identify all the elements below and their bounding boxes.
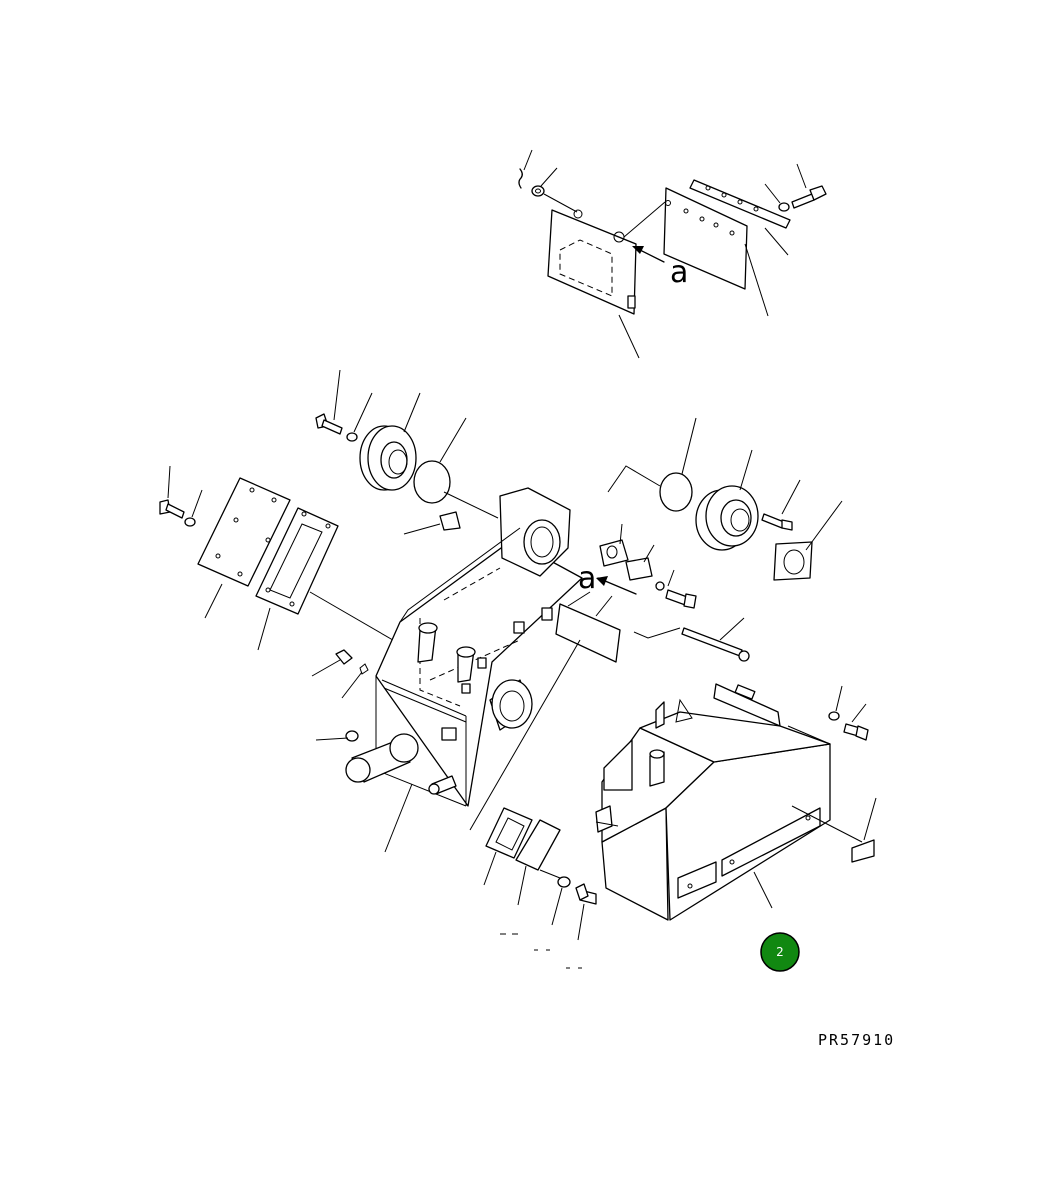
bottom-washer bbox=[539, 869, 571, 926]
end-cover-plate bbox=[197, 477, 291, 619]
washer-part bbox=[531, 167, 578, 213]
small-bracket-1 bbox=[599, 523, 629, 567]
bolt-left bbox=[159, 465, 203, 527]
drawing-code: PR57910 bbox=[818, 1031, 895, 1049]
callout-number-badge[interactable]: 2 bbox=[760, 932, 800, 972]
side-bore bbox=[489, 679, 533, 731]
inspection-cover bbox=[483, 807, 533, 886]
callout-number: 2 bbox=[776, 945, 784, 959]
right-bearing-group: a bbox=[578, 417, 843, 662]
upper-bearing-group bbox=[315, 369, 499, 519]
gasket-strip bbox=[689, 179, 791, 256]
bottom-plates bbox=[469, 639, 597, 969]
left-plates bbox=[159, 465, 399, 651]
o-ring-upper bbox=[413, 417, 499, 519]
small-bracket-2 bbox=[625, 544, 655, 581]
bolt-bearing bbox=[315, 369, 373, 442]
o-ring-right bbox=[607, 417, 697, 512]
right-gasket bbox=[773, 500, 843, 581]
guard-bolt bbox=[843, 703, 869, 741]
pin-bolt bbox=[655, 569, 697, 609]
faint-marks bbox=[500, 933, 582, 969]
boss-left bbox=[417, 622, 438, 663]
view-arrow-a-mid: a bbox=[578, 561, 637, 596]
small-pin-part bbox=[518, 149, 533, 189]
inspection-gasket bbox=[515, 819, 561, 906]
view-arrow-a-top: a bbox=[632, 246, 688, 290]
bolt-part bbox=[764, 163, 827, 212]
end-gasket bbox=[255, 507, 399, 651]
small-shaft bbox=[428, 775, 457, 795]
outer-cover-plate bbox=[623, 187, 769, 317]
long-pin bbox=[633, 617, 750, 662]
shaft-stub bbox=[345, 733, 419, 783]
main-frame bbox=[345, 487, 621, 853]
guard-housing bbox=[595, 683, 877, 921]
guard-washer bbox=[828, 685, 843, 721]
bearing-flange bbox=[359, 392, 421, 491]
inner-cover-plate bbox=[547, 209, 640, 359]
left-small-parts bbox=[311, 511, 461, 742]
top-cover-assembly: a bbox=[518, 149, 827, 359]
guard-tag bbox=[791, 797, 877, 863]
boss-mid bbox=[456, 646, 476, 683]
view-label-a-mid: a bbox=[578, 561, 596, 596]
bottom-bolt bbox=[575, 883, 597, 941]
view-label-a-top: a bbox=[670, 255, 688, 290]
right-flange bbox=[695, 449, 759, 551]
flange-bolt bbox=[761, 479, 801, 531]
